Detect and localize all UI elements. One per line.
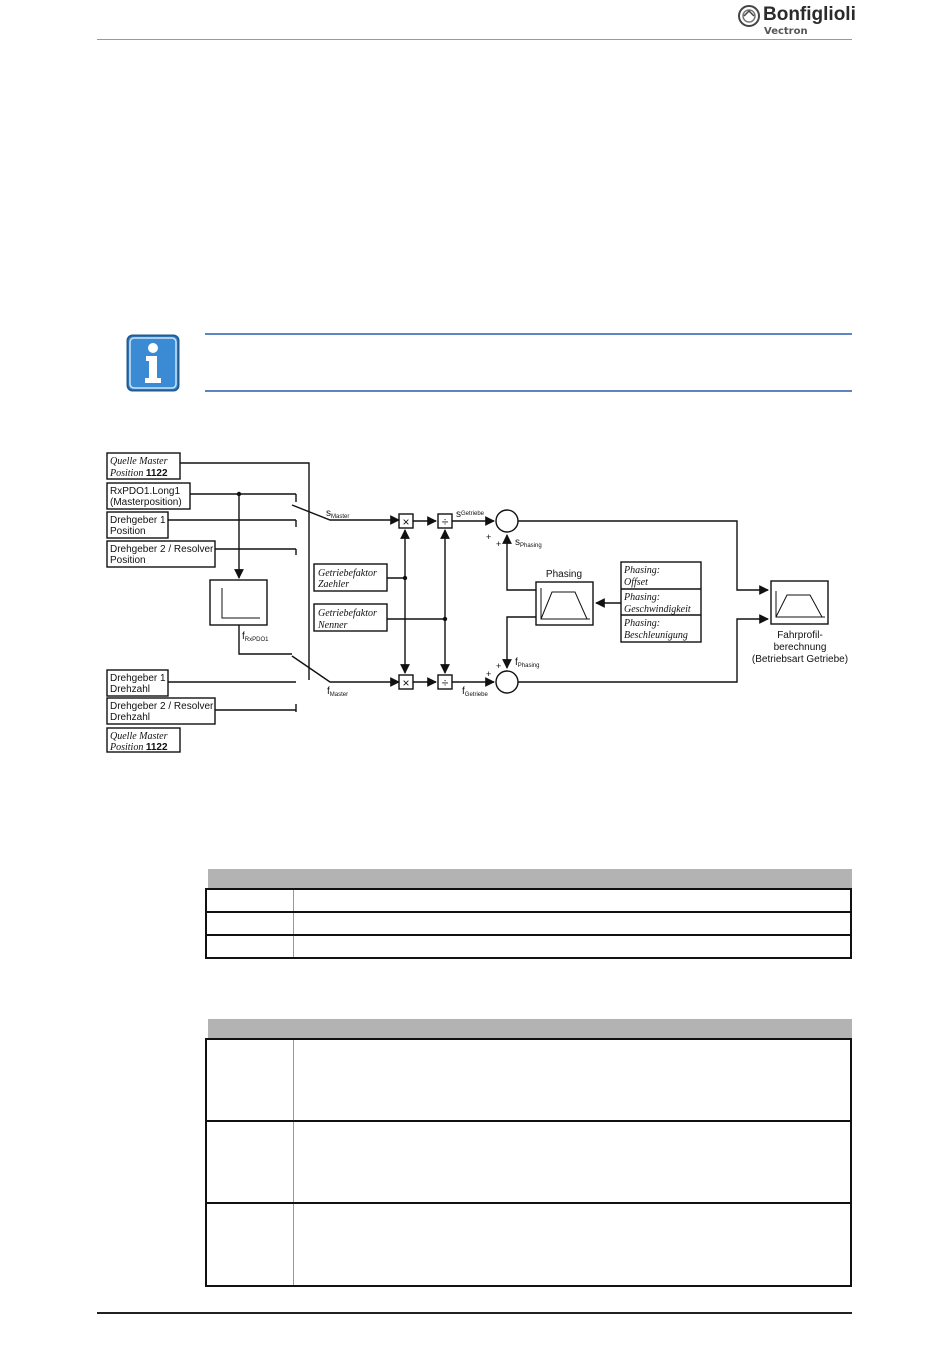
table-1-column-divider bbox=[293, 890, 294, 957]
table-row bbox=[207, 911, 850, 913]
header-rule bbox=[97, 39, 852, 40]
parameter-table-2 bbox=[205, 1019, 852, 1287]
signal-f-phasing-sub: Phasing bbox=[518, 663, 540, 669]
input-label-drehgeber1-pos-2: Position bbox=[110, 526, 146, 537]
fahrprofil-label-2: berechnung bbox=[774, 642, 827, 653]
table-2-body bbox=[205, 1038, 852, 1287]
phasing-offset-label-1: Phasing: bbox=[623, 565, 660, 576]
plus-sign-top-left: + bbox=[486, 532, 491, 542]
input-label-quelle-master-bottom-2: Position 1122 bbox=[109, 742, 168, 753]
div-symbol-top: ÷ bbox=[442, 515, 449, 529]
input-label-drehgeber2-speed-2: Drehzahl bbox=[110, 712, 150, 723]
getriebefaktor-nenner-label-1: Getriebefaktor bbox=[318, 608, 377, 619]
getriebefaktor-nenner-label-2: Nenner bbox=[317, 620, 348, 631]
input-label-drehgeber1-pos-1: Drehgeber 1 bbox=[110, 515, 166, 526]
input-label-quelle-master-top-param: 1122 bbox=[146, 468, 168, 479]
brand-name: Bonfiglioli bbox=[763, 4, 856, 25]
signal-s-getriebe-main: s bbox=[456, 509, 461, 520]
signal-s-phasing-sub: Phasing bbox=[520, 543, 542, 549]
sum-node-top bbox=[495, 509, 519, 533]
signal-f-phasing-main: f bbox=[515, 657, 518, 668]
signal-f-rxpdo-sub: RxPDO1 bbox=[245, 637, 269, 643]
phasing-title: Phasing bbox=[546, 569, 582, 580]
input-label-drehgeber1-speed-1: Drehgeber 1 bbox=[110, 673, 166, 684]
getriebefaktor-zaehler-label-2: Zaehler bbox=[318, 579, 349, 590]
input-label-drehgeber2-pos-2: Position bbox=[110, 555, 146, 566]
bonfiglioli-logo: Bonfiglioli Vectron bbox=[737, 4, 857, 40]
signal-f-phasing: fPhasing bbox=[515, 657, 539, 669]
input-box-drehgeber1-speed bbox=[106, 669, 169, 697]
info-top-rule bbox=[205, 333, 852, 335]
phasing-block bbox=[535, 581, 594, 626]
footer-rule bbox=[97, 1312, 852, 1314]
mult-symbol-top: × bbox=[402, 515, 409, 529]
input-box-quelle-master-bottom bbox=[106, 727, 181, 753]
table-row bbox=[207, 1120, 850, 1122]
signal-s-phasing: sPhasing bbox=[515, 537, 542, 549]
input-label-quelle-master-top-2: Position 1122 bbox=[109, 468, 168, 479]
signal-f-master-sub: Master bbox=[330, 692, 348, 698]
signal-s-master: sMaster bbox=[326, 508, 349, 520]
input-box-drehgeber2-speed bbox=[106, 697, 216, 725]
getriebefaktor-nenner-box bbox=[313, 603, 388, 632]
signal-f-rxpdo-main: f bbox=[242, 631, 245, 642]
table-1-body bbox=[205, 888, 852, 959]
signal-s-master-main: s bbox=[326, 508, 331, 519]
signal-f-getriebe-sub: Getriebe bbox=[465, 692, 489, 698]
input-box-drehgeber1-pos bbox=[106, 511, 169, 539]
table-row bbox=[207, 1202, 850, 1204]
phasing-offset-label-2: Offset bbox=[624, 577, 648, 588]
phasing-speed-label-2: Geschwindigkeit bbox=[624, 604, 691, 615]
input-box-quelle-master-top bbox=[106, 452, 181, 480]
input-label-drehgeber2-speed-1: Drehgeber 2 / Resolver bbox=[110, 701, 214, 712]
input-label-rxpdo-2: (Masterposition) bbox=[110, 497, 182, 508]
getriebefaktor-zaehler-box bbox=[313, 563, 388, 592]
table-2-header bbox=[208, 1019, 852, 1038]
input-label-drehgeber2-pos-1: Drehgeber 2 / Resolver bbox=[110, 544, 214, 555]
fahrprofil-block bbox=[770, 580, 829, 625]
table-row bbox=[207, 934, 850, 936]
master-position-block-diagram: × ÷ × ÷ + + + + Quelle Master Position 1… bbox=[106, 452, 848, 753]
fahrprofil-label-3: (Betriebsart Getriebe) bbox=[752, 654, 848, 665]
phasing-accel-label-2: Beschleunigung bbox=[624, 630, 688, 641]
plus-sign-bottom-above: + bbox=[496, 661, 501, 671]
div-symbol-bottom: ÷ bbox=[442, 676, 449, 690]
fahrprofil-label-1: Fahrprofil- bbox=[777, 630, 823, 641]
parameter-table-1 bbox=[205, 869, 852, 960]
signal-s-master-sub: Master bbox=[331, 514, 349, 520]
input-label-quelle-master-bottom-1: Quelle Master bbox=[110, 731, 168, 742]
sub-brand-name: Vectron bbox=[764, 26, 808, 37]
plus-sign-top-below: + bbox=[496, 539, 501, 549]
input-box-drehgeber2-pos bbox=[106, 540, 216, 568]
info-icon bbox=[126, 334, 180, 392]
signal-s-phasing-main: s bbox=[515, 537, 520, 548]
signal-s-getriebe-sub: Getriebe bbox=[461, 511, 485, 517]
input-label-quelle-master-top-2a: Position bbox=[109, 468, 146, 479]
sum-node-bottom bbox=[495, 670, 519, 694]
signal-f-rxpdo: fRxPDO1 bbox=[242, 631, 269, 643]
info-bottom-rule bbox=[205, 390, 852, 392]
table-2-column-divider bbox=[293, 1040, 294, 1285]
phasing-accel-label-1: Phasing: bbox=[623, 618, 660, 629]
signal-s-getriebe: sGetriebe bbox=[456, 509, 485, 520]
phasing-params-box bbox=[620, 561, 702, 643]
input-label-quelle-master-bottom-2a: Position bbox=[109, 742, 146, 753]
signal-f-master: fMaster bbox=[327, 686, 348, 698]
input-box-rxpdo bbox=[106, 482, 191, 510]
signal-f-master-main: f bbox=[327, 686, 330, 697]
signal-f-getriebe-main: f bbox=[462, 686, 465, 697]
input-label-rxpdo-1: RxPDO1.Long1 bbox=[110, 486, 180, 497]
input-label-quelle-master-top-1: Quelle Master bbox=[110, 456, 168, 467]
phasing-speed-label-1: Phasing: bbox=[623, 592, 660, 603]
signal-f-getriebe: fGetriebe bbox=[462, 686, 488, 698]
plus-sign-bottom-left: + bbox=[486, 669, 491, 679]
table-1-header bbox=[208, 869, 852, 888]
input-label-quelle-master-bottom-param: 1122 bbox=[146, 742, 168, 753]
getriebefaktor-zaehler-label-1: Getriebefaktor bbox=[318, 568, 377, 579]
mult-symbol-bottom: × bbox=[402, 676, 409, 690]
input-label-drehgeber1-speed-2: Drehzahl bbox=[110, 684, 150, 695]
bonfiglioli-emblem-icon bbox=[738, 5, 760, 27]
